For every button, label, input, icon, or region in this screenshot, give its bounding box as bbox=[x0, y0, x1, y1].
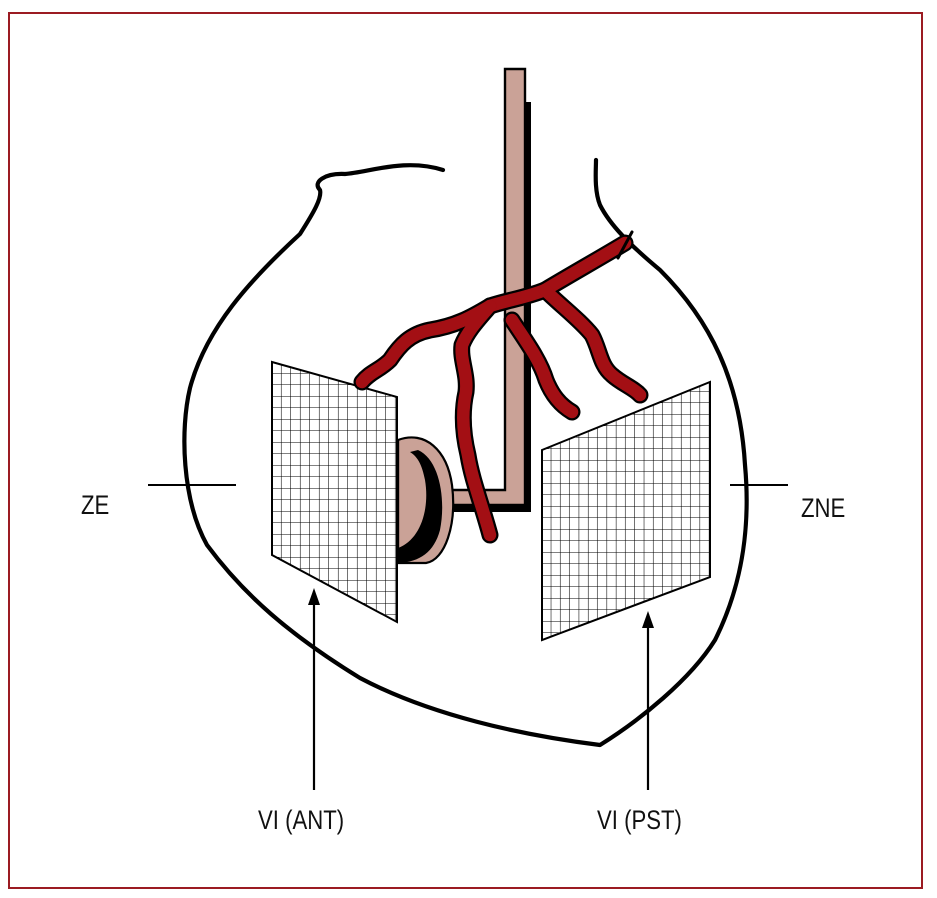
posterior-mesh-electrode bbox=[541, 380, 711, 642]
cup-electrode bbox=[396, 436, 455, 565]
vi-pst-arrow bbox=[642, 611, 654, 790]
coronary-artery bbox=[353, 230, 649, 544]
label-vi-ant: VI (ANT) bbox=[258, 805, 345, 835]
label-zne: ZNE bbox=[801, 493, 846, 523]
label-vi-pst: VI (PST) bbox=[597, 805, 682, 835]
vi-ant-arrow bbox=[308, 588, 320, 790]
label-ze: ZE bbox=[81, 490, 110, 520]
anterior-mesh-electrode bbox=[271, 360, 398, 624]
heart-outline bbox=[182, 157, 749, 748]
